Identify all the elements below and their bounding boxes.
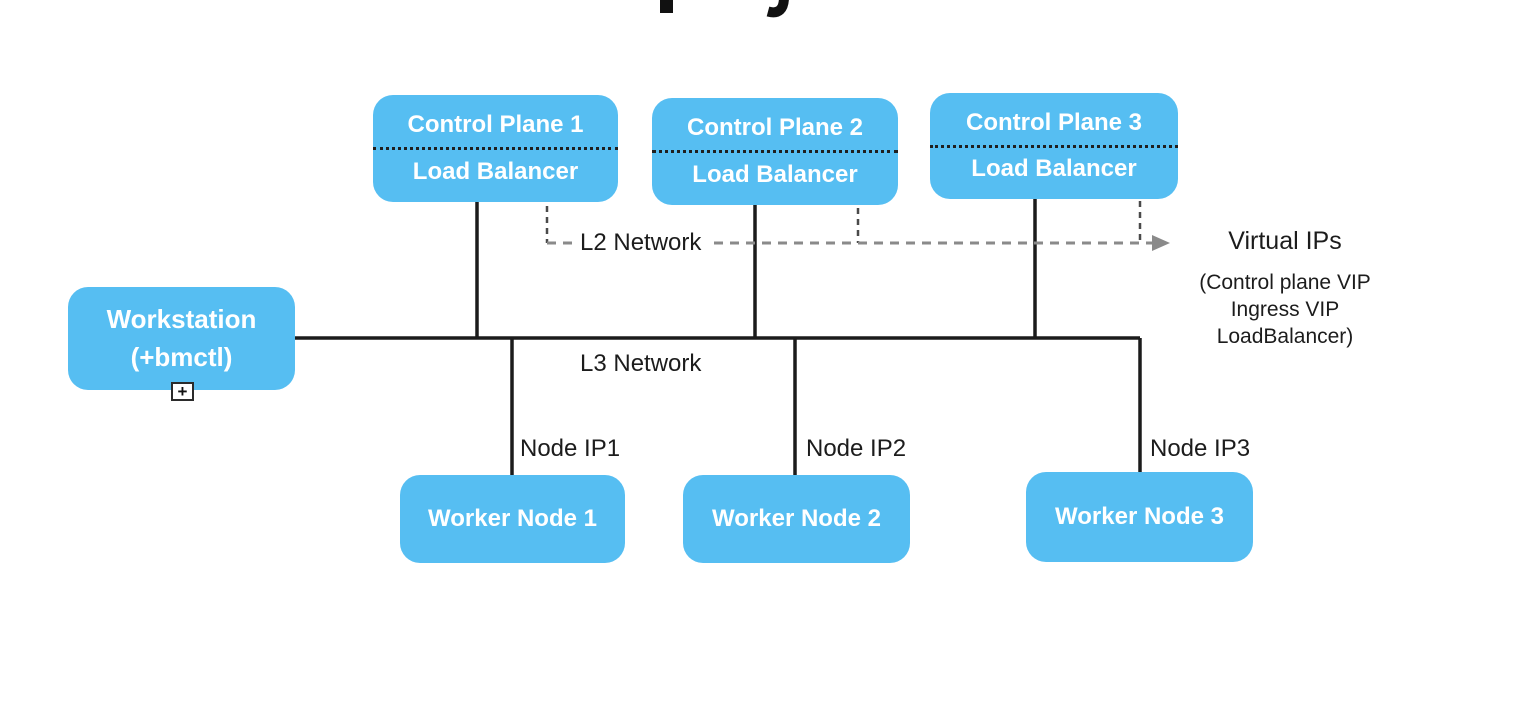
node-ip1-label: Node IP1 — [520, 435, 621, 462]
workstation-line2: (+bmctl) — [130, 341, 233, 372]
node-worker-2: Worker Node 2 — [683, 475, 910, 563]
node-worker-1: Worker Node 1 — [400, 475, 625, 563]
control-plane-2-title: Control Plane 2 — [652, 108, 898, 153]
node-control-plane-3: Control Plane 3 Load Balancer — [930, 93, 1178, 199]
l2-network-label: L2 Network — [580, 229, 702, 256]
virtual-ips-line-2: Ingress VIP — [1230, 298, 1340, 321]
workstation-line1: Workstation — [106, 303, 257, 334]
node-ip2-label: Node IP2 — [806, 435, 907, 462]
node-worker-3: Worker Node 3 — [1026, 472, 1253, 562]
l2-arrowhead-icon — [1152, 235, 1170, 251]
node-control-plane-1: Control Plane 1 Load Balancer — [373, 95, 618, 202]
control-plane-2-subtitle: Load Balancer — [692, 161, 858, 188]
control-plane-1-title: Control Plane 1 — [373, 105, 618, 150]
node-control-plane-2: Control Plane 2 Load Balancer — [652, 98, 898, 205]
worker-node-links — [510, 338, 1142, 475]
virtual-ips-title: Virtual IPs — [1228, 227, 1342, 255]
control-plane-1-subtitle: Load Balancer — [412, 158, 579, 185]
expand-plus-icon[interactable]: + — [171, 382, 194, 401]
virtual-ips-line-3: LoadBalancer) — [1216, 325, 1354, 348]
node-workstation: Workstation (+bmctl) — [68, 287, 295, 390]
l3-network-label: L3 Network — [580, 350, 702, 377]
virtual-ips-line-1: (Control plane VIP — [1199, 271, 1371, 294]
virtual-ips-annotation: Virtual IPs (Control plane VIP Ingress V… — [1185, 227, 1385, 350]
control-plane-3-subtitle: Load Balancer — [971, 155, 1137, 183]
l2-dashed-stubs — [545, 201, 1142, 243]
node-ip3-label: Node IP3 — [1150, 435, 1251, 462]
control-plane-links — [475, 198, 1037, 338]
control-plane-3-title: Control Plane 3 — [930, 103, 1178, 148]
